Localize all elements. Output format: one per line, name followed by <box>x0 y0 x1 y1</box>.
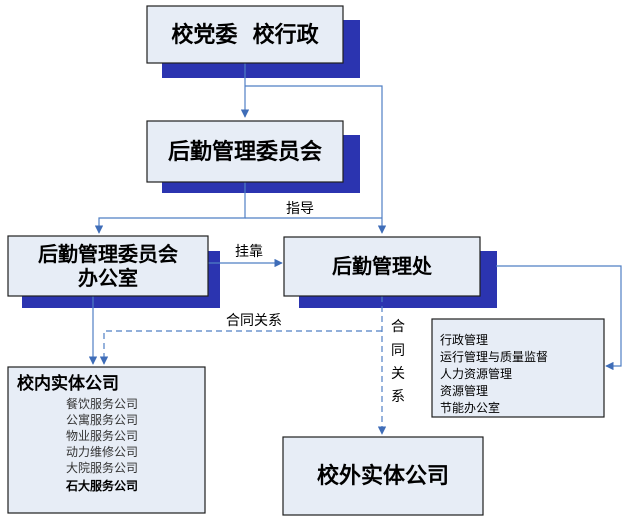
department-item: 人力资源管理 <box>440 366 512 381</box>
internal-item: 动力维修公司 <box>66 444 138 459</box>
department-item: 运行管理与质量监督 <box>440 349 548 364</box>
internal-item: 餐饮服务公司 <box>66 396 138 411</box>
contract-vertical-label: 系 <box>391 389 405 405</box>
logistics-box[interactable] <box>283 236 481 297</box>
external-companies-box[interactable] <box>282 436 484 516</box>
office-label-line1: 后勤管理委员会 <box>38 242 178 266</box>
internal-item: 物业服务公司 <box>66 428 138 443</box>
party-to-logistics-line <box>245 85 387 234</box>
attach-label: 挂靠 <box>235 244 263 260</box>
connectors <box>88 63 622 435</box>
contract-vertical-label: 同 <box>391 343 405 359</box>
departments-box[interactable] <box>431 318 605 418</box>
contract-to-internal-line <box>99 330 382 365</box>
contract-vertical-label: 合 <box>391 319 405 335</box>
department-item: 行政管理 <box>440 332 488 347</box>
internal-companies-box[interactable] <box>7 366 206 514</box>
contract-horizontal-label: 合同关系 <box>226 313 282 329</box>
internal-item: 公寓服务公司 <box>66 412 138 427</box>
guide-label: 指导 <box>286 201 314 217</box>
department-item: 资源管理 <box>440 383 488 398</box>
office-label-line2: 办公室 <box>78 266 138 290</box>
external-label: 校外实体公司 <box>317 463 449 489</box>
logistics-to-departments-line <box>496 265 622 371</box>
logistics-label: 后勤管理处 <box>332 254 433 278</box>
committee-to-office-line <box>94 182 246 234</box>
committee-label: 后勤管理委员会 <box>168 139 322 165</box>
party-admin-label: 校党委 校行政 <box>171 22 319 48</box>
party-admin-box[interactable] <box>146 5 344 64</box>
internal-title: 校内实体公司 <box>17 373 119 394</box>
committee-box[interactable] <box>146 120 344 183</box>
contract-vertical-label: 关 <box>391 366 405 382</box>
department-item: 节能办公室 <box>440 400 500 415</box>
boxes <box>7 5 605 516</box>
office-box[interactable] <box>7 235 209 297</box>
internal-item: 石大服务公司 <box>65 478 138 493</box>
internal-item: 大院服务公司 <box>66 460 138 475</box>
